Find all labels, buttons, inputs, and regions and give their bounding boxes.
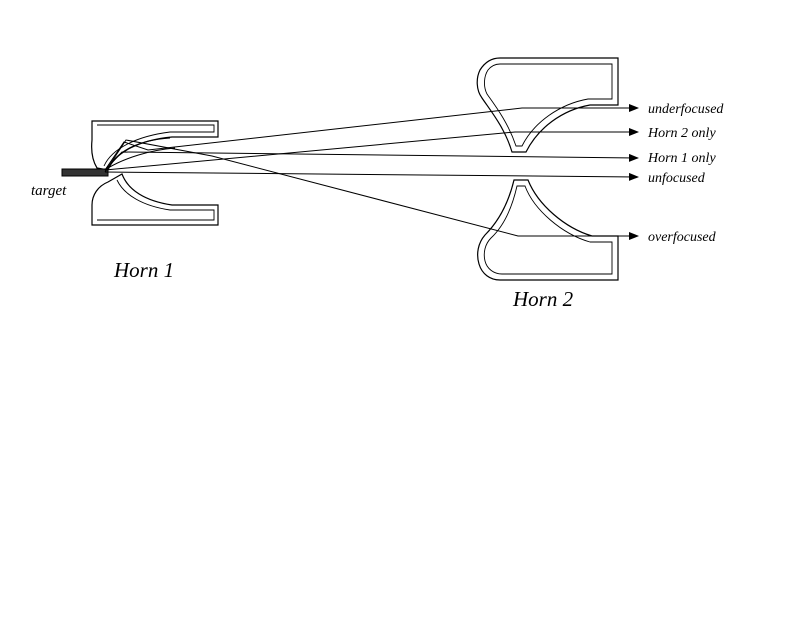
ray-overfocused bbox=[104, 139, 639, 240]
rays bbox=[104, 104, 639, 240]
horn2-upper bbox=[476, 57, 619, 153]
ray-horn1-only bbox=[104, 151, 639, 171]
ray-underfocused bbox=[104, 104, 639, 171]
label-target: target bbox=[31, 183, 67, 199]
label-underfocused: underfocused bbox=[648, 102, 724, 117]
label-horn2: Horn 2 bbox=[512, 287, 574, 311]
target-rod bbox=[61, 168, 109, 177]
horn2-lower bbox=[477, 179, 619, 281]
label-horn1-only: Horn 1 only bbox=[647, 151, 716, 166]
label-unfocused: unfocused bbox=[648, 171, 706, 186]
horn1-lower bbox=[91, 173, 219, 226]
ray-horn2-only bbox=[104, 128, 639, 171]
label-overfocused: overfocused bbox=[648, 230, 717, 245]
ray-unfocused bbox=[104, 171, 639, 181]
label-horn2-only: Horn 2 only bbox=[647, 126, 716, 141]
label-horn1: Horn 1 bbox=[113, 258, 174, 282]
